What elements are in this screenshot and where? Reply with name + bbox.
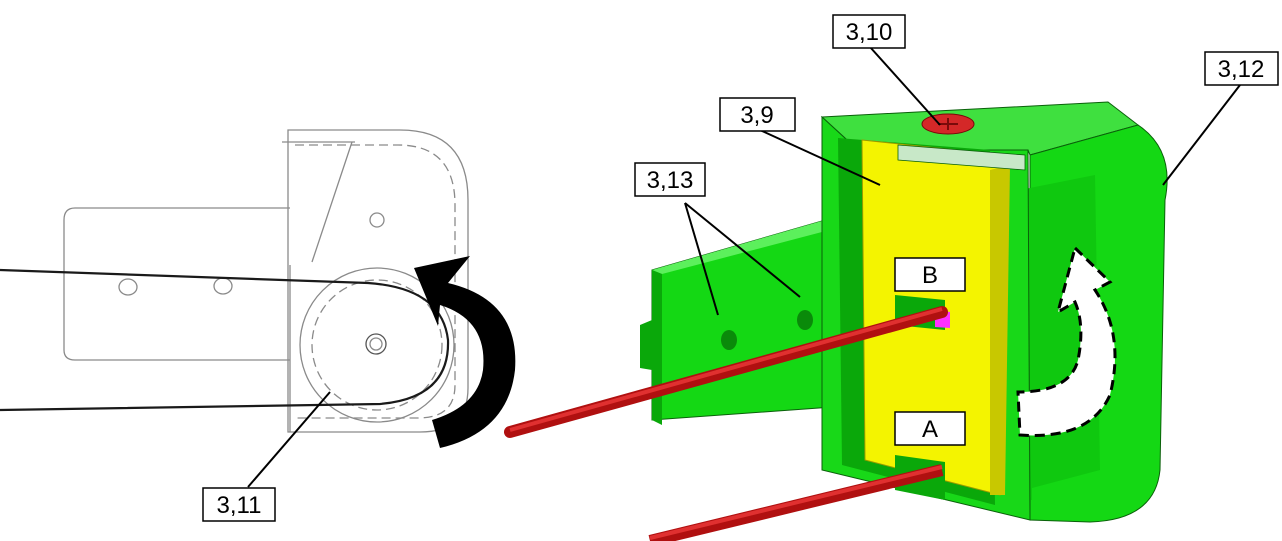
callout-a-text: A bbox=[922, 416, 938, 443]
callout-b: B bbox=[894, 257, 966, 292]
side-view-plate bbox=[63, 207, 290, 361]
rods bbox=[504, 306, 948, 541]
leader-3-10 bbox=[869, 46, 941, 126]
leader-3-9 bbox=[759, 129, 881, 186]
leader-3-11 bbox=[247, 391, 331, 488]
side-view-bolt-hole-2 bbox=[213, 277, 233, 295]
callout-3-12-text: 3,12 bbox=[1218, 56, 1265, 83]
callout-3-9-text: 3,9 bbox=[740, 102, 773, 129]
callout-3-13: 3,13 bbox=[634, 162, 706, 197]
rail-hole-1 bbox=[721, 330, 737, 350]
belt-upper bbox=[0, 268, 450, 412]
insert bbox=[861, 139, 1026, 500]
callout-a: A bbox=[894, 411, 966, 446]
pulley-inner bbox=[311, 279, 443, 411]
callout-3-12: 3,12 bbox=[1204, 51, 1279, 86]
callout-3-11-text: 3,11 bbox=[217, 492, 262, 519]
leader-lines bbox=[684, 46, 1241, 316]
callout-3-11: 3,11 bbox=[202, 487, 276, 522]
callout-3-10: 3,10 bbox=[832, 14, 906, 49]
side-view-bolt-hole-1 bbox=[118, 278, 138, 296]
pulley-outer bbox=[299, 267, 455, 423]
belt bbox=[0, 268, 450, 412]
rod-a bbox=[648, 464, 944, 541]
rail-hole-2 bbox=[797, 310, 813, 330]
rail bbox=[640, 209, 861, 425]
side-view-drawing bbox=[63, 129, 469, 433]
screw-icon bbox=[921, 113, 975, 135]
callout-3-9: 3,9 bbox=[719, 97, 796, 132]
callout-3-13-text: 3,13 bbox=[647, 167, 694, 194]
curved-arrow-icon bbox=[414, 256, 516, 448]
side-view-diagonal bbox=[311, 141, 353, 263]
pulley-hub-inner bbox=[369, 337, 383, 351]
leader-3-13-b bbox=[684, 202, 801, 298]
dashed-curved-arrow-icon bbox=[1016, 245, 1117, 437]
leader-3-12 bbox=[1162, 84, 1241, 186]
leader-3-13-a bbox=[684, 202, 719, 316]
side-view-screw-hole bbox=[369, 212, 385, 228]
side-view-inner-outline bbox=[295, 144, 456, 419]
pulley-hub bbox=[365, 333, 387, 355]
callout-b-text: B bbox=[922, 262, 938, 289]
rod-b bbox=[504, 306, 948, 438]
callout-3-10-text: 3,10 bbox=[846, 19, 893, 46]
